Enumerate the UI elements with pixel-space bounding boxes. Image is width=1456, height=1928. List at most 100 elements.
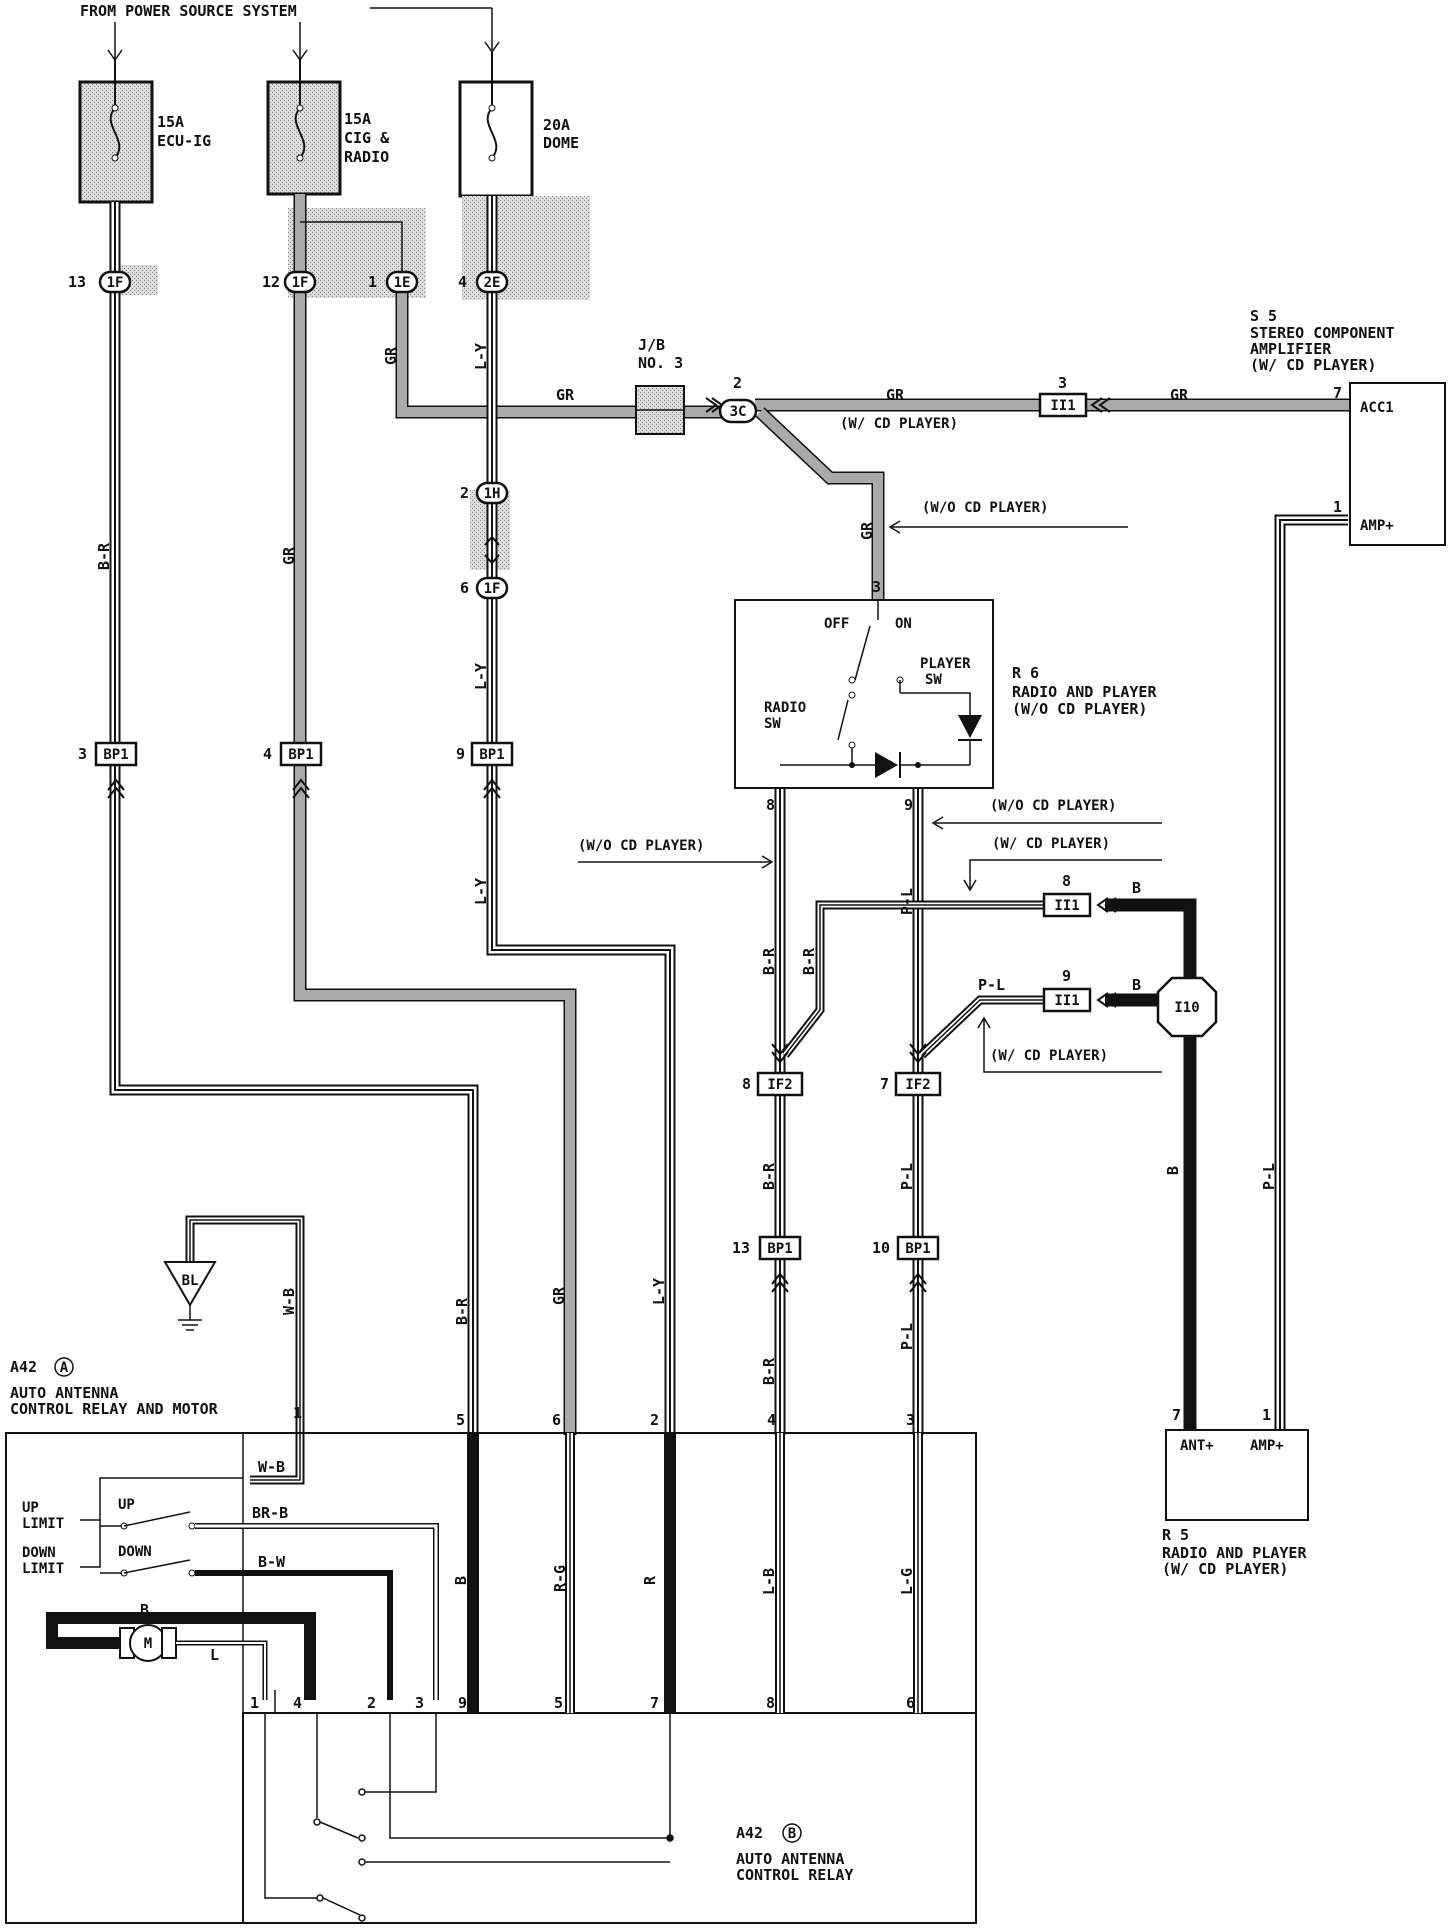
svg-text:2: 2 bbox=[367, 1694, 376, 1712]
fuse-cig-radio: 15A CIG & RADIO bbox=[266, 60, 390, 196]
svg-text:S 5: S 5 bbox=[1250, 307, 1277, 325]
svg-text:BP1: BP1 bbox=[767, 1241, 792, 1257]
svg-text:2: 2 bbox=[733, 374, 742, 392]
connector-1f-13: 1F 13 bbox=[68, 270, 132, 294]
svg-text:5: 5 bbox=[456, 1411, 465, 1429]
connector-1f-12: 1F 12 bbox=[262, 270, 317, 294]
svg-text:7: 7 bbox=[650, 1694, 659, 1712]
svg-text:B-R: B-R bbox=[800, 947, 818, 975]
svg-text:L-Y: L-Y bbox=[650, 1278, 668, 1305]
svg-text:3: 3 bbox=[906, 1411, 915, 1429]
svg-text:(W/O CD PLAYER): (W/O CD PLAYER) bbox=[922, 500, 1048, 516]
a42b-pins: 1 4 2 3 9 5 7 8 6 bbox=[243, 1690, 915, 1714]
svg-text:ANT+: ANT+ bbox=[1180, 1438, 1214, 1454]
svg-text:R: R bbox=[641, 1575, 659, 1585]
svg-text:7: 7 bbox=[1172, 1406, 1181, 1424]
svg-text:B: B bbox=[1132, 976, 1141, 994]
svg-text:GR: GR bbox=[858, 521, 876, 540]
svg-text:(W/ CD PLAYER): (W/ CD PLAYER) bbox=[1162, 1560, 1288, 1578]
svg-text:B: B bbox=[1132, 879, 1141, 897]
svg-text:B: B bbox=[1164, 1166, 1182, 1175]
r5-radio-player: ANT+ AMP+ R 5 RADIO AND PLAYER (W/ CD PL… bbox=[1162, 1429, 1309, 1578]
connector-ii1-9: II1 9 bbox=[1042, 967, 1092, 1013]
connector-bp1-4: BP1 4 bbox=[263, 741, 323, 767]
svg-text:M: M bbox=[144, 1636, 152, 1652]
svg-text:GR: GR bbox=[1170, 386, 1189, 404]
connector-bp1-13: BP1 13 bbox=[732, 1235, 802, 1261]
svg-text:RADIO AND PLAYER: RADIO AND PLAYER bbox=[1012, 683, 1157, 701]
svg-text:UP: UP bbox=[22, 1500, 39, 1516]
svg-text:7: 7 bbox=[880, 1075, 889, 1093]
svg-text:PLAYER: PLAYER bbox=[920, 656, 971, 672]
svg-text:4: 4 bbox=[767, 1411, 776, 1429]
svg-text:RADIO: RADIO bbox=[344, 148, 389, 166]
svg-text:B: B bbox=[788, 1826, 796, 1842]
svg-text:B-R: B-R bbox=[760, 1162, 778, 1190]
svg-text:A42: A42 bbox=[10, 1358, 37, 1376]
note-w-cd-player-2: (W/ CD PLAYER) bbox=[963, 836, 1162, 892]
svg-text:(W/O CD PLAYER): (W/O CD PLAYER) bbox=[990, 798, 1116, 814]
svg-text:II1: II1 bbox=[1050, 398, 1075, 414]
svg-text:2E: 2E bbox=[484, 275, 501, 291]
svg-text:R 6: R 6 bbox=[1012, 664, 1039, 682]
svg-text:DOWN: DOWN bbox=[118, 1544, 152, 1560]
svg-text:IF2: IF2 bbox=[767, 1077, 792, 1093]
svg-text:B-R: B-R bbox=[453, 1297, 471, 1325]
svg-text:BP1: BP1 bbox=[905, 1241, 930, 1257]
svg-text:(W/ CD PLAYER): (W/ CD PLAYER) bbox=[1250, 356, 1376, 374]
svg-text:(W/O CD PLAYER): (W/O CD PLAYER) bbox=[1012, 700, 1147, 718]
svg-text:1: 1 bbox=[293, 1404, 302, 1422]
svg-text:W-B: W-B bbox=[258, 1458, 285, 1476]
svg-text:7: 7 bbox=[1333, 384, 1342, 402]
svg-text:BL: BL bbox=[182, 1273, 199, 1289]
svg-text:6: 6 bbox=[906, 1694, 915, 1712]
svg-text:L-Y: L-Y bbox=[472, 663, 490, 690]
svg-text:1F: 1F bbox=[484, 581, 501, 597]
svg-text:B-R: B-R bbox=[95, 542, 113, 570]
svg-text:1F: 1F bbox=[107, 275, 124, 291]
svg-text:B-R: B-R bbox=[760, 1357, 778, 1385]
a42b-relay-internals bbox=[264, 1713, 674, 1922]
wire-p-l-s5-r5 bbox=[1274, 514, 1348, 1430]
svg-text:AMPLIFIER: AMPLIFIER bbox=[1250, 340, 1332, 358]
svg-text:W-B: W-B bbox=[280, 1288, 298, 1315]
svg-text:BP1: BP1 bbox=[288, 747, 313, 763]
svg-text:J/B: J/B bbox=[638, 336, 665, 354]
svg-text:15A: 15A bbox=[157, 113, 184, 131]
svg-text:BP1: BP1 bbox=[103, 747, 128, 763]
svg-text:20A: 20A bbox=[543, 116, 570, 134]
svg-text:STEREO COMPONENT: STEREO COMPONENT bbox=[1250, 324, 1395, 342]
svg-text:4: 4 bbox=[458, 273, 467, 291]
svg-text:5: 5 bbox=[554, 1694, 563, 1712]
connector-ii1-8: II1 8 bbox=[1042, 872, 1092, 918]
svg-text:RADIO: RADIO bbox=[764, 700, 806, 716]
svg-text:IF2: IF2 bbox=[905, 1077, 930, 1093]
svg-text:BR-B: BR-B bbox=[252, 1504, 288, 1522]
svg-text:1E: 1E bbox=[394, 275, 411, 291]
svg-text:B-W: B-W bbox=[258, 1553, 286, 1571]
svg-text:4: 4 bbox=[263, 745, 272, 763]
wire-l-y-dome bbox=[486, 196, 676, 1435]
svg-text:1: 1 bbox=[1262, 1406, 1271, 1424]
svg-text:3: 3 bbox=[415, 1694, 424, 1712]
connector-3c: 3C 2 bbox=[718, 374, 758, 424]
wire-gr-r6 bbox=[755, 407, 885, 600]
svg-text:AUTO ANTENNA: AUTO ANTENNA bbox=[10, 1384, 118, 1402]
connector-bp1-3: BP1 3 bbox=[78, 741, 138, 767]
svg-text:L-G: L-G bbox=[898, 1568, 916, 1595]
svg-text:1: 1 bbox=[1333, 498, 1342, 516]
svg-text:GR: GR bbox=[550, 1286, 568, 1305]
wire-b-r-ii1 bbox=[781, 900, 1050, 1058]
fuse-ecu-ig: 15A ECU-IG bbox=[78, 60, 211, 204]
svg-text:GR: GR bbox=[382, 346, 400, 365]
svg-text:CONTROL RELAY: CONTROL RELAY bbox=[736, 1866, 853, 1884]
connector-if2-7: IF2 7 bbox=[880, 1071, 942, 1097]
svg-text:R 5: R 5 bbox=[1162, 1526, 1189, 1544]
wire-gr-1e-jb bbox=[300, 221, 735, 419]
svg-text:2: 2 bbox=[460, 484, 469, 502]
connector-bp1-10: BP1 10 bbox=[872, 1235, 940, 1261]
svg-text:I10: I10 bbox=[1174, 1000, 1199, 1016]
svg-text:P-L: P-L bbox=[898, 1323, 916, 1350]
svg-text:P-L: P-L bbox=[978, 976, 1005, 994]
svg-text:ACC1: ACC1 bbox=[1360, 400, 1394, 416]
